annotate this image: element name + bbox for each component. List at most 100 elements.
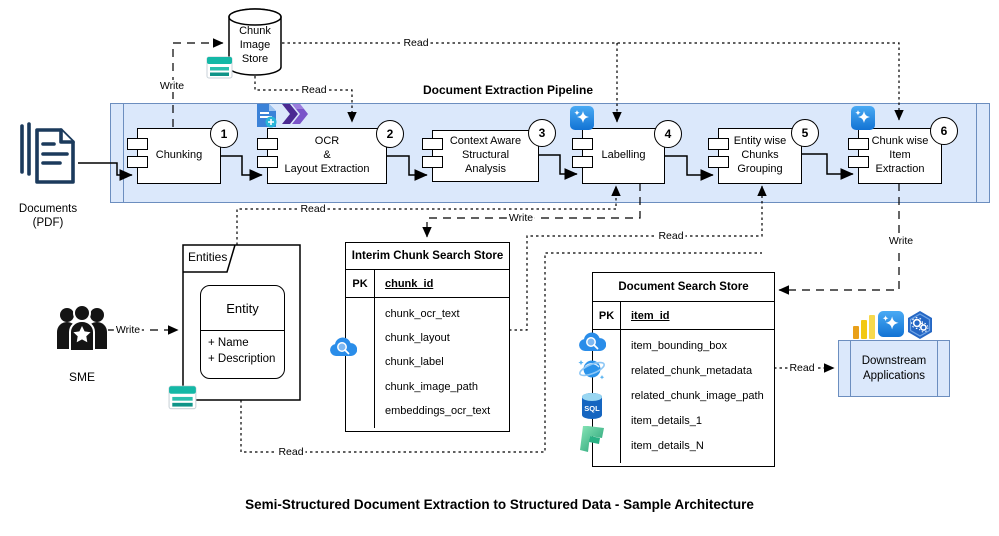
edge-label-read: Read (787, 362, 817, 374)
step-chunking: Chunking (127, 128, 221, 184)
component-port (572, 138, 593, 150)
downstream-label: Downstream Applications (861, 354, 927, 382)
step-number-badge: 4 (654, 120, 682, 148)
step-label: OCR & Layout Extraction (284, 135, 370, 175)
edge-label-read: Read (276, 446, 306, 458)
component-port (257, 138, 278, 150)
edge-label-read: Read (656, 230, 686, 242)
chunk-image-store-label: Chunk Image Store (239, 25, 271, 65)
cloud-search-icon (329, 336, 358, 362)
component-port (848, 138, 869, 150)
table-field: embeddings_ocr_text (385, 405, 491, 418)
component-port (708, 156, 729, 168)
table-field: chunk_ocr_text (385, 307, 460, 320)
fabric-icon (578, 424, 606, 459)
step-number-badge: 5 (791, 119, 819, 147)
pk-label: PK (346, 270, 375, 297)
step-label: Chunking (155, 149, 203, 162)
edge-label-read: Read (298, 203, 328, 215)
component-port (422, 138, 443, 150)
table-field: item_bounding_box (631, 340, 728, 352)
step-number: 6 (940, 124, 948, 138)
step-label: Labelling (601, 149, 646, 162)
step-labelling: Labelling (572, 128, 665, 184)
table-field: chunk_image_path (385, 380, 478, 393)
step-number-badge: 2 (376, 120, 404, 148)
power-bi-icon (851, 314, 877, 345)
component-port (422, 156, 443, 168)
component-port (708, 138, 729, 150)
solid-flow-arrows (78, 153, 854, 181)
edge-label-write: Write (157, 80, 187, 92)
table-field: item_details_1 (631, 415, 702, 427)
sme-label: SME (68, 370, 95, 384)
table-field: related_chunk_metadata (631, 365, 753, 377)
pk-column-spacer (346, 298, 375, 428)
component-port (572, 156, 593, 168)
table-field: chunk_label (385, 356, 444, 369)
step-item-extraction: Chunk wise Item Extraction (848, 128, 942, 184)
table-field: related_chunk_image_path (631, 390, 764, 402)
step-number-badge: 6 (930, 117, 958, 145)
chunk-image-store-cylinder (228, 8, 282, 76)
edge-label-write: Write (506, 212, 536, 224)
pk-label: PK (593, 302, 621, 329)
cosmos-db-icon (577, 354, 607, 389)
table-storage-icon (206, 55, 234, 86)
step-context-analysis: Context Aware Structural Analysis (422, 130, 539, 182)
document-intelligence-icon (255, 103, 278, 134)
downstream-applications-box: Downstream Applications (838, 340, 950, 397)
entities-frame (182, 244, 301, 401)
pipeline-band (110, 103, 990, 203)
sql-icon-label: SQL (584, 404, 600, 413)
ai-sparkle-icon (570, 106, 594, 135)
step-number: 2 (386, 127, 394, 141)
cloud-search-icon (578, 331, 607, 357)
edge-label-write: Write (886, 235, 916, 247)
table-field: item_details_N (631, 440, 704, 452)
step-label: Entity wise Chunks Grouping (733, 135, 787, 175)
documents-label: Documents (PDF) (18, 203, 78, 230)
edge-label-write: Write (113, 324, 143, 336)
component-port (848, 156, 869, 168)
component-port (127, 138, 148, 150)
edge-label-read: Read (299, 84, 329, 96)
document-search-store-table: Document Search Store PK item_id item_bo… (592, 272, 775, 467)
read-connectors (236, 42, 904, 453)
table-title: Document Search Store (593, 273, 774, 302)
aks-hexagon-icon (905, 310, 935, 345)
sql-database-icon: SQL (581, 392, 603, 425)
step-number-badge: 3 (528, 119, 556, 147)
pipeline-title: Document Extraction Pipeline (422, 83, 594, 97)
entity-class-box: Entity + Name + Description (200, 285, 285, 379)
entity-attributes: + Name + Description (208, 337, 276, 365)
pk-column-spacer (593, 330, 621, 463)
power-automate-icon (281, 101, 308, 132)
entities-frame-label: Entities (188, 250, 228, 264)
ai-sparkle-icon (878, 311, 904, 342)
step-label: Chunk wise Item Extraction (871, 135, 929, 175)
pk-field: item_id (631, 309, 670, 322)
step-number: 5 (801, 126, 809, 140)
table-field: chunk_layout (385, 332, 450, 345)
interim-chunk-search-store-table: Interim Chunk Search Store PK chunk_id c… (345, 242, 510, 432)
component-port (257, 156, 278, 168)
step-number: 1 (220, 127, 228, 141)
pk-field: chunk_id (385, 277, 434, 290)
ai-sparkle-icon (851, 106, 875, 135)
diagram-caption: Semi-Structured Document Extraction to S… (245, 497, 754, 512)
table-storage-icon (168, 384, 198, 417)
edge-label-read: Read (401, 37, 431, 49)
step-label: Context Aware Structural Analysis (449, 135, 522, 175)
documents-pdf-icon (18, 122, 80, 197)
step-number: 4 (664, 127, 672, 141)
sme-people-icon (55, 303, 109, 360)
step-ocr-layout: OCR & Layout Extraction (257, 128, 387, 184)
table-title: Interim Chunk Search Store (346, 243, 509, 270)
component-port (127, 156, 148, 168)
step-entity-grouping: Entity wise Chunks Grouping (708, 128, 802, 184)
step-number-badge: 1 (210, 120, 238, 148)
entity-class-name: Entity (201, 286, 284, 331)
